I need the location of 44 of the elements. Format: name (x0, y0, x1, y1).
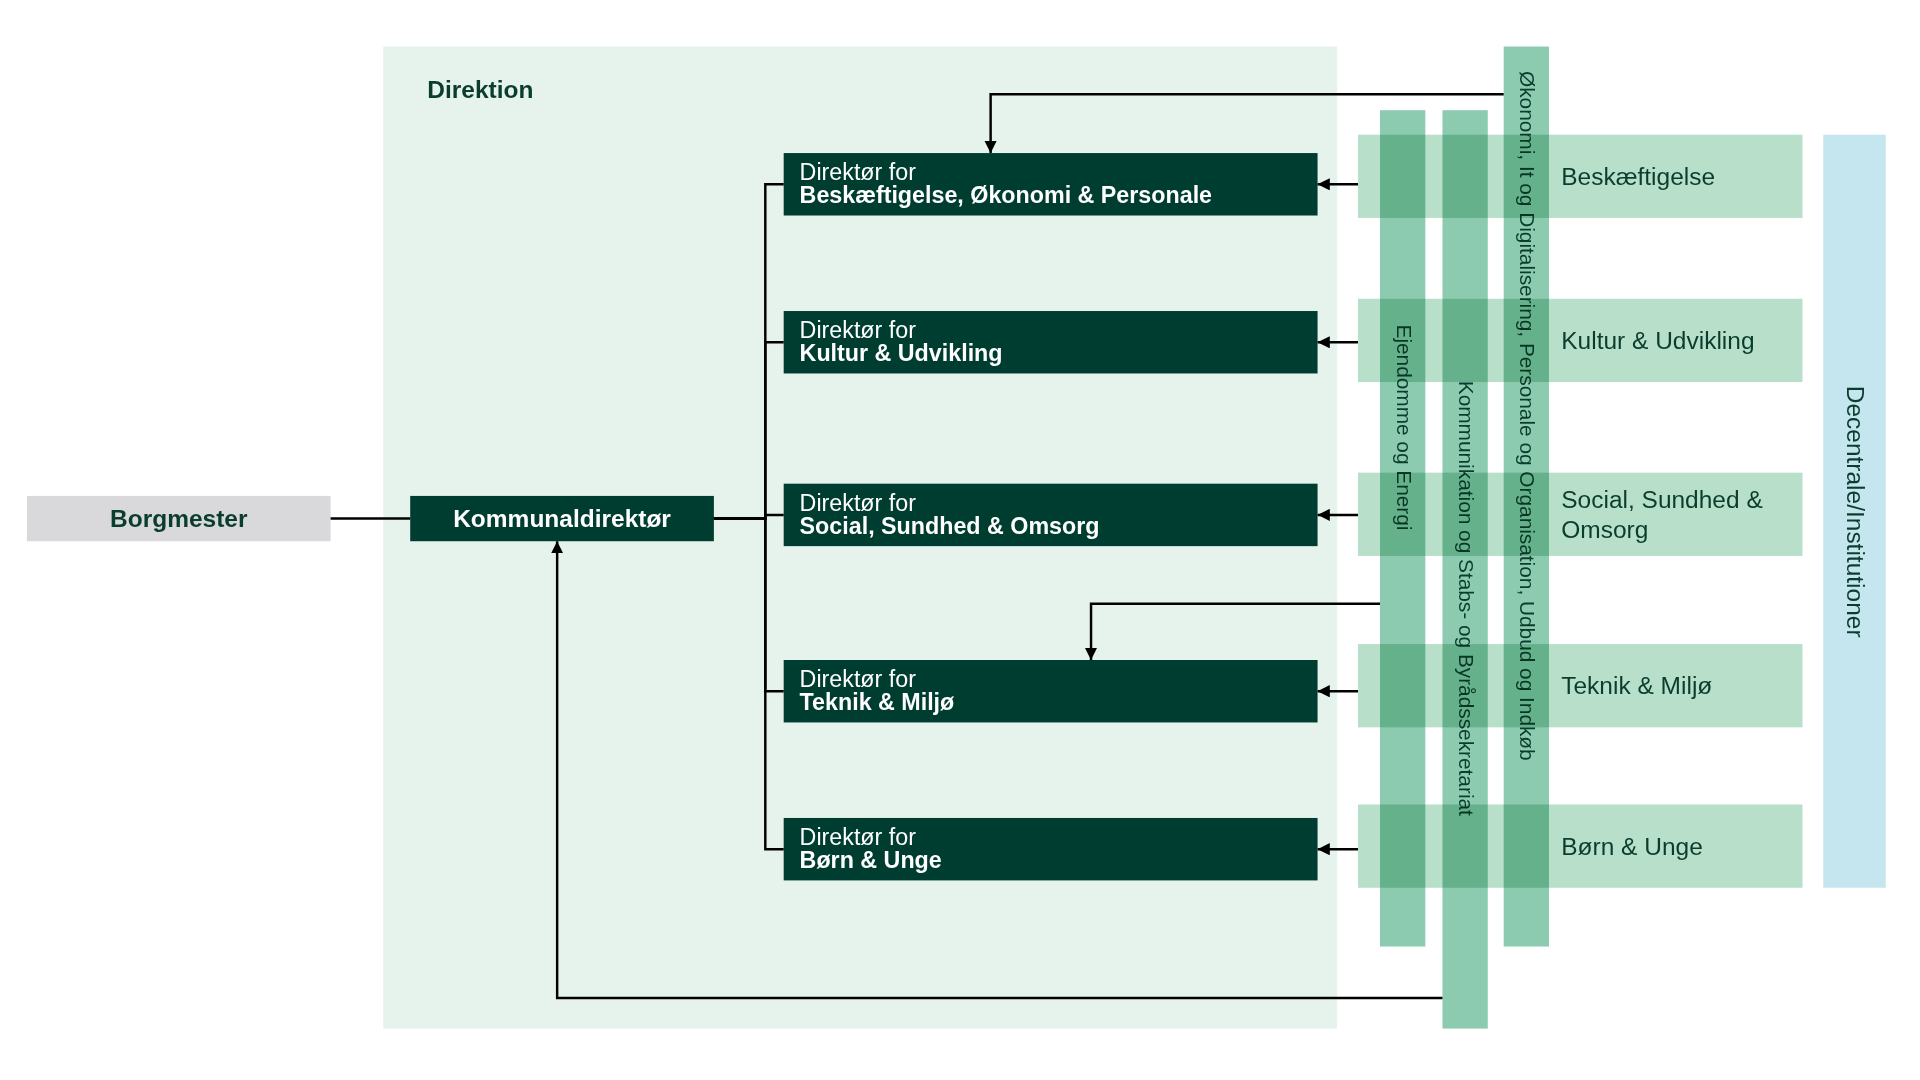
bar-label: Beskæftigelse (1561, 161, 1717, 191)
box-label: Kultur & Udvikling (799, 341, 1004, 365)
bar-label: Teknik & Miljø (1561, 671, 1714, 701)
box-heading: Direktør for (799, 667, 917, 691)
org-box (783, 817, 1318, 881)
arrow (1317, 508, 1358, 521)
box-label: Børn & Unge (799, 848, 943, 872)
org-box (26, 495, 331, 542)
arrow (984, 93, 1504, 154)
group-panel (383, 46, 1338, 1029)
bar-label: Decentrale/Institutioner (1840, 385, 1869, 638)
box-label: Beskæftigelse, Økonomi & Personale (799, 183, 1214, 207)
arrow (551, 541, 1443, 1000)
box-label: Kommunaldirektør (453, 504, 671, 533)
connector-line (330, 517, 411, 520)
vertical-bar (1442, 110, 1488, 1029)
box-label: Borgmester (110, 504, 248, 533)
arrow (1317, 685, 1358, 698)
org-box (783, 483, 1318, 547)
box-heading: Direktør for (799, 318, 917, 342)
vertical-bar (1823, 134, 1886, 888)
connector-line (713, 517, 784, 851)
bar-label: Social, Sundhed & Omsorg (1561, 485, 1764, 544)
box-heading: Direktør for (799, 160, 917, 184)
arrow (1084, 602, 1380, 660)
vertical-bar (1503, 46, 1549, 947)
box-label: Social, Sundhed & Omsorg (799, 514, 1101, 538)
org-box (410, 495, 714, 542)
arrow (1317, 843, 1358, 856)
box-heading: Direktør for (799, 491, 917, 515)
arrow (1317, 336, 1358, 349)
bar-label: Ejendomme og Energi (1390, 324, 1415, 533)
org-box (783, 311, 1318, 374)
bar-label: Børn & Unge (1561, 831, 1704, 861)
arrow (1317, 178, 1358, 191)
box-label: Teknik & Miljø (799, 690, 956, 714)
bar-label: Økonomi, It og Digitalisering, Personale og Organisation, Udbud og Indkøb (1514, 71, 1539, 763)
bar-label: Kommunikation og Stabs- og Byrådssekretariat (1453, 380, 1478, 818)
org-box (783, 153, 1318, 216)
box-heading: Direktør for (799, 825, 917, 849)
org-box (783, 660, 1318, 723)
bar-label: Kultur & Udvikling (1561, 325, 1756, 356)
panel-title: Direktion (427, 75, 534, 105)
vertical-bar (1380, 110, 1426, 947)
